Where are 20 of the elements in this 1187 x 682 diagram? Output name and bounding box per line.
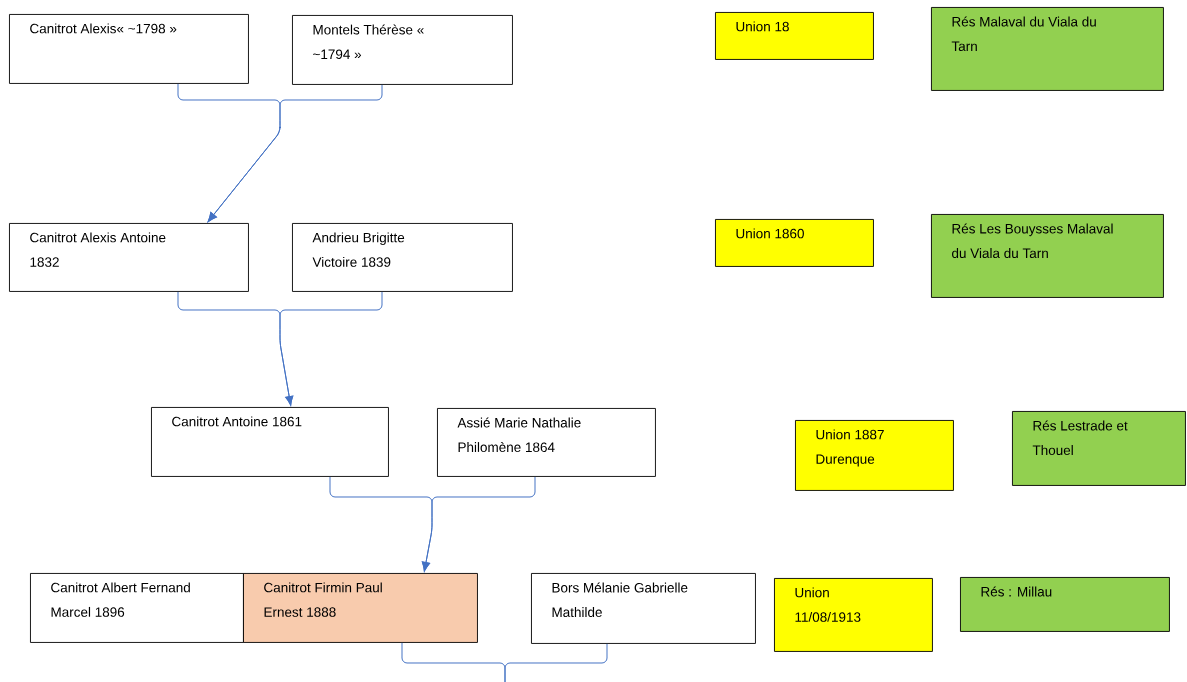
residence-box: Rés Malaval du Viala du Tarn	[931, 7, 1164, 91]
residence-box: Rés Les Bouysses Malaval du Viala du Tarn	[931, 214, 1164, 298]
residence-box: Rés : Millau	[960, 577, 1170, 632]
person-box: Andrieu Brigitte Victoire 1839	[292, 223, 513, 292]
bracket-line	[504, 643, 608, 682]
union-box: Union 1887 Durenque	[795, 420, 954, 491]
residence-box: Rés Lestrade et Thouel	[1012, 411, 1186, 486]
bracket-arrow	[279, 291, 383, 406]
union-box: Union 11/08/1913	[774, 578, 933, 652]
person-box: Canitrot Albert Fernand Marcel 1896	[30, 573, 244, 643]
person-box: Canitrot Alexis Antoine 1832	[9, 223, 249, 292]
person-box: Bors Mélanie Gabrielle Mathilde	[531, 573, 756, 644]
person-box: Canitrot Antoine 1861	[151, 407, 389, 477]
union-box: Union 1860	[715, 219, 874, 267]
union-box: Union 18	[715, 12, 874, 60]
person-box: Montels Thérèse « ~1794 »	[292, 15, 513, 85]
bracket-arrow	[421, 476, 536, 572]
person-box: Assié Marie Nathalie Philomène 1864	[437, 408, 656, 477]
person-box: Canitrot Alexis« ~1798 »	[9, 14, 249, 84]
person-box: Canitrot Firmin Paul Ernest 1888	[243, 573, 478, 643]
